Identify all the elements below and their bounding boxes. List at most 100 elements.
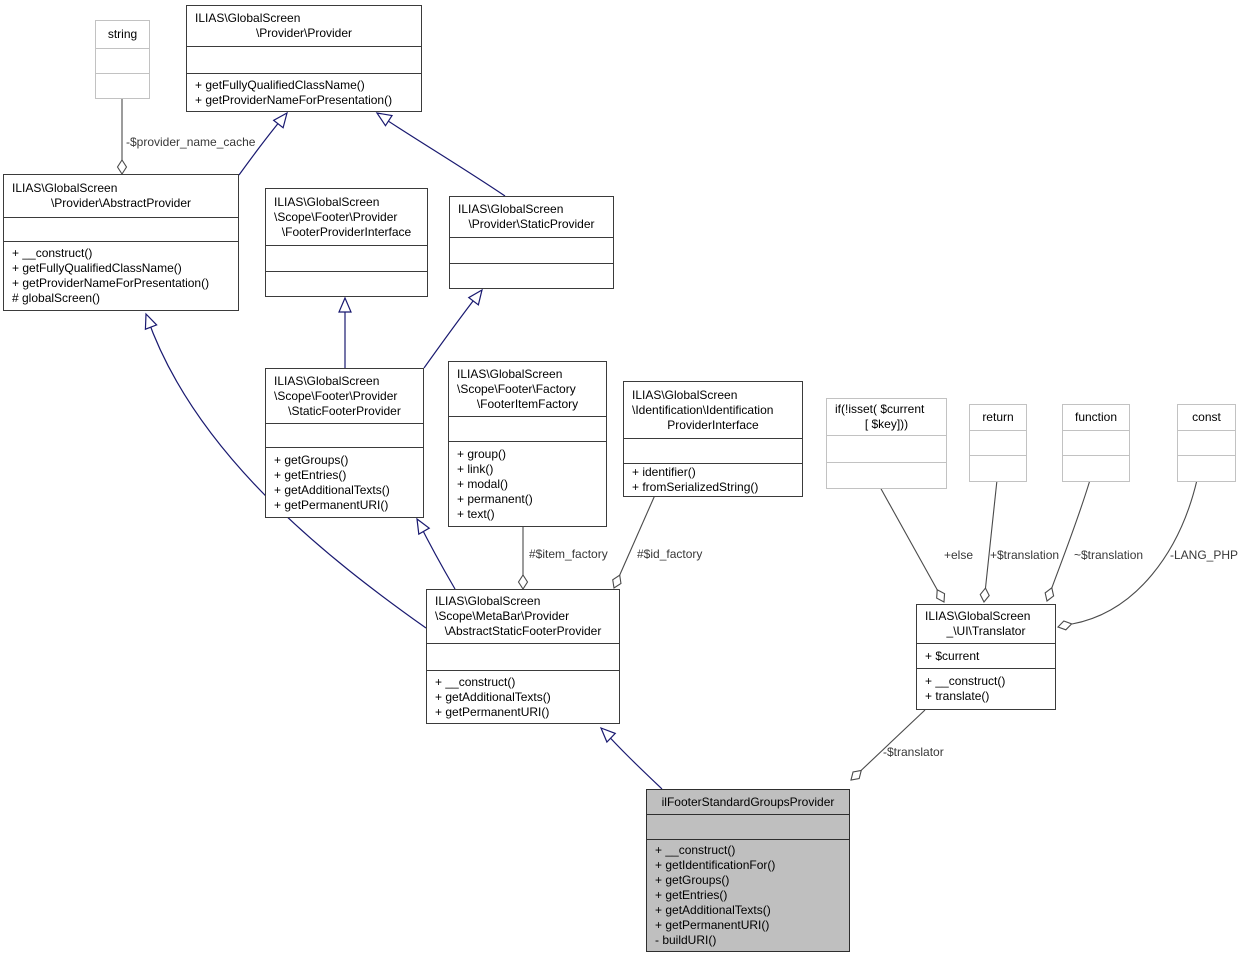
methods-compartment: + __construct() + getIdentificationFor()… bbox=[647, 839, 849, 951]
method-item: + getAdditionalTexts() bbox=[435, 689, 551, 704]
title-line: \Scope\Footer\Factory bbox=[457, 381, 576, 396]
title-line: string bbox=[107, 27, 138, 41]
attributes-compartment bbox=[96, 48, 149, 73]
aggregation-diamond bbox=[850, 769, 862, 781]
association-edge-identification-abstractstaticfooterprovider bbox=[613, 494, 656, 589]
title-line: \Provider\Provider bbox=[255, 26, 353, 40]
edge-label-lang-php: -LANG_PHP bbox=[1170, 548, 1239, 562]
class-node-footer-provider-interface[interactable]: ILIAS\GlobalScreen \Scope\Footer\Provide… bbox=[265, 188, 428, 297]
method-item: + __construct() bbox=[655, 843, 736, 857]
code-node-function: function bbox=[1062, 404, 1130, 482]
class-title: ILIAS\GlobalScreen \Identification\Ident… bbox=[624, 382, 802, 438]
class-title: string bbox=[96, 21, 149, 48]
class-title: ILIAS\GlobalScreen \Scope\Footer\Provide… bbox=[266, 189, 427, 245]
aggregation-diamond bbox=[1044, 586, 1055, 602]
class-node-string: string bbox=[95, 20, 150, 99]
class-node-abstract-static-footer-provider[interactable]: ILIAS\GlobalScreen \Scope\MetaBar\Provid… bbox=[426, 589, 620, 724]
methods-compartment: + getFullyQualifiedClassName() + getProv… bbox=[187, 73, 421, 111]
class-node-abstract-provider[interactable]: ILIAS\GlobalScreen \Provider\AbstractPro… bbox=[3, 174, 239, 311]
aggregation-diamond bbox=[612, 574, 622, 589]
aggregation-diamond bbox=[979, 587, 990, 604]
association-edge-translator-ilfooter bbox=[850, 709, 926, 781]
class-node-translator[interactable]: ILIAS\GlobalScreen _\UI\Translator + $cu… bbox=[916, 604, 1056, 710]
title-line: ILIAS\GlobalScreen bbox=[925, 609, 1031, 623]
class-title: ILIAS\GlobalScreen _\UI\Translator bbox=[917, 605, 1055, 643]
attributes-compartment: + $current bbox=[917, 643, 1055, 668]
aggregation-diamond bbox=[116, 158, 128, 176]
class-title: ILIAS\GlobalScreen \Provider\StaticProvi… bbox=[450, 197, 613, 237]
association-edge-ifisset-translator bbox=[879, 486, 945, 603]
method-item: + getGroups() bbox=[274, 452, 349, 467]
class-node-provider[interactable]: ILIAS\GlobalScreen \Provider\Provider + … bbox=[186, 5, 422, 112]
method-item: + modal() bbox=[457, 476, 509, 491]
attributes-compartment bbox=[4, 217, 238, 241]
methods-compartment: + __construct() + getFullyQualifiedClass… bbox=[4, 241, 238, 310]
methods-compartment: + __construct() + translate() bbox=[917, 668, 1055, 709]
method-item: + getEntries() bbox=[655, 888, 728, 902]
inheritance-arrowhead bbox=[467, 288, 483, 306]
methods-compartment bbox=[970, 455, 1026, 481]
title-line: [ $key])) bbox=[864, 417, 909, 431]
title-line: \Provider\AbstractProvider bbox=[50, 196, 192, 210]
inheritance-arrowhead bbox=[599, 726, 617, 744]
title-line: \FooterItemFactory bbox=[476, 396, 579, 411]
attributes-compartment bbox=[647, 814, 849, 839]
method-item: + __construct() bbox=[435, 674, 516, 689]
method-item: + __construct() bbox=[12, 246, 93, 260]
method-item: + getProviderNameForPresentation() bbox=[12, 276, 210, 290]
method-item: + getAdditionalTexts() bbox=[655, 903, 771, 917]
class-title: function bbox=[1063, 405, 1129, 430]
class-node-footer-item-factory[interactable]: ILIAS\GlobalScreen \Scope\Footer\Factory… bbox=[448, 361, 607, 527]
inheritance-edge-staticprovider-provider bbox=[378, 114, 506, 197]
attribute-item: + $current bbox=[925, 648, 980, 663]
methods-compartment bbox=[1178, 455, 1235, 481]
method-item: + getFullyQualifiedClassName() bbox=[12, 261, 182, 275]
methods-compartment: + __construct() + getAdditionalTexts() +… bbox=[427, 670, 619, 723]
methods-compartment: + identifier() + fromSerializedString() bbox=[624, 463, 802, 496]
association-edge-function-translator bbox=[1046, 479, 1091, 602]
title-line: \Provider\StaticProvider bbox=[468, 217, 595, 231]
class-title: ILIAS\GlobalScreen \Provider\Provider bbox=[187, 6, 421, 46]
code-node-return: return bbox=[969, 404, 1027, 482]
method-item: + getIdentificationFor() bbox=[655, 858, 776, 872]
code-node-if-isset: if(!isset( $current [ $key])) bbox=[826, 398, 947, 489]
class-node-identification-provider-interface[interactable]: ILIAS\GlobalScreen \Identification\Ident… bbox=[623, 381, 803, 497]
title-line: const bbox=[1192, 410, 1221, 424]
association-edge-return-translator bbox=[983, 479, 998, 603]
class-node-static-footer-provider[interactable]: ILIAS\GlobalScreen \Scope\Footer\Provide… bbox=[265, 368, 424, 518]
title-line: ILIAS\GlobalScreen bbox=[12, 181, 118, 195]
title-line: \Scope\MetaBar\Provider bbox=[435, 609, 570, 623]
title-line: ILIAS\GlobalScreen bbox=[435, 594, 541, 608]
inheritance-arrowhead bbox=[375, 112, 394, 127]
edge-label-provider-name-cache: -$provider_name_cache bbox=[126, 135, 256, 149]
method-item: + getEntries() bbox=[274, 467, 347, 482]
attributes-compartment bbox=[450, 237, 613, 263]
association-edge-const-translator bbox=[1071, 479, 1198, 625]
class-title: ILIAS\GlobalScreen \Provider\AbstractPro… bbox=[4, 175, 238, 217]
edge-label-translator: -$translator bbox=[883, 745, 944, 759]
methods-compartment bbox=[266, 271, 427, 296]
title-line: \Scope\Footer\Provider bbox=[274, 388, 398, 403]
class-title: if(!isset( $current [ $key])) bbox=[827, 399, 946, 435]
method-item: + permanent() bbox=[457, 491, 533, 506]
attributes-compartment bbox=[427, 643, 619, 670]
method-item: + getPermanentURI() bbox=[274, 497, 389, 512]
attributes-compartment bbox=[266, 245, 427, 271]
inheritance-arrowhead bbox=[416, 517, 431, 536]
class-node-static-provider[interactable]: ILIAS\GlobalScreen \Provider\StaticProvi… bbox=[449, 196, 614, 289]
title-line: \StaticFooterProvider bbox=[288, 403, 401, 418]
method-item: + getProviderNameForPresentation() bbox=[195, 92, 393, 107]
inheritance-arrowhead bbox=[144, 312, 158, 331]
class-title: ILIAS\GlobalScreen \Scope\Footer\Provide… bbox=[266, 369, 423, 423]
title-line: ILIAS\GlobalScreen bbox=[632, 387, 738, 402]
title-line: \Scope\Footer\Provider bbox=[274, 209, 398, 224]
inheritance-edge-ilfooter-abstractstaticfooterprovider bbox=[602, 729, 663, 790]
aggregation-diamond bbox=[1057, 620, 1073, 631]
inheritance-arrowhead bbox=[272, 111, 288, 129]
code-node-const: const bbox=[1177, 404, 1236, 482]
method-item: + link() bbox=[457, 461, 494, 476]
edge-label-translation-protected: ~$translation bbox=[1074, 548, 1144, 562]
method-item: + getGroups() bbox=[655, 873, 730, 887]
aggregation-diamond bbox=[517, 573, 529, 591]
